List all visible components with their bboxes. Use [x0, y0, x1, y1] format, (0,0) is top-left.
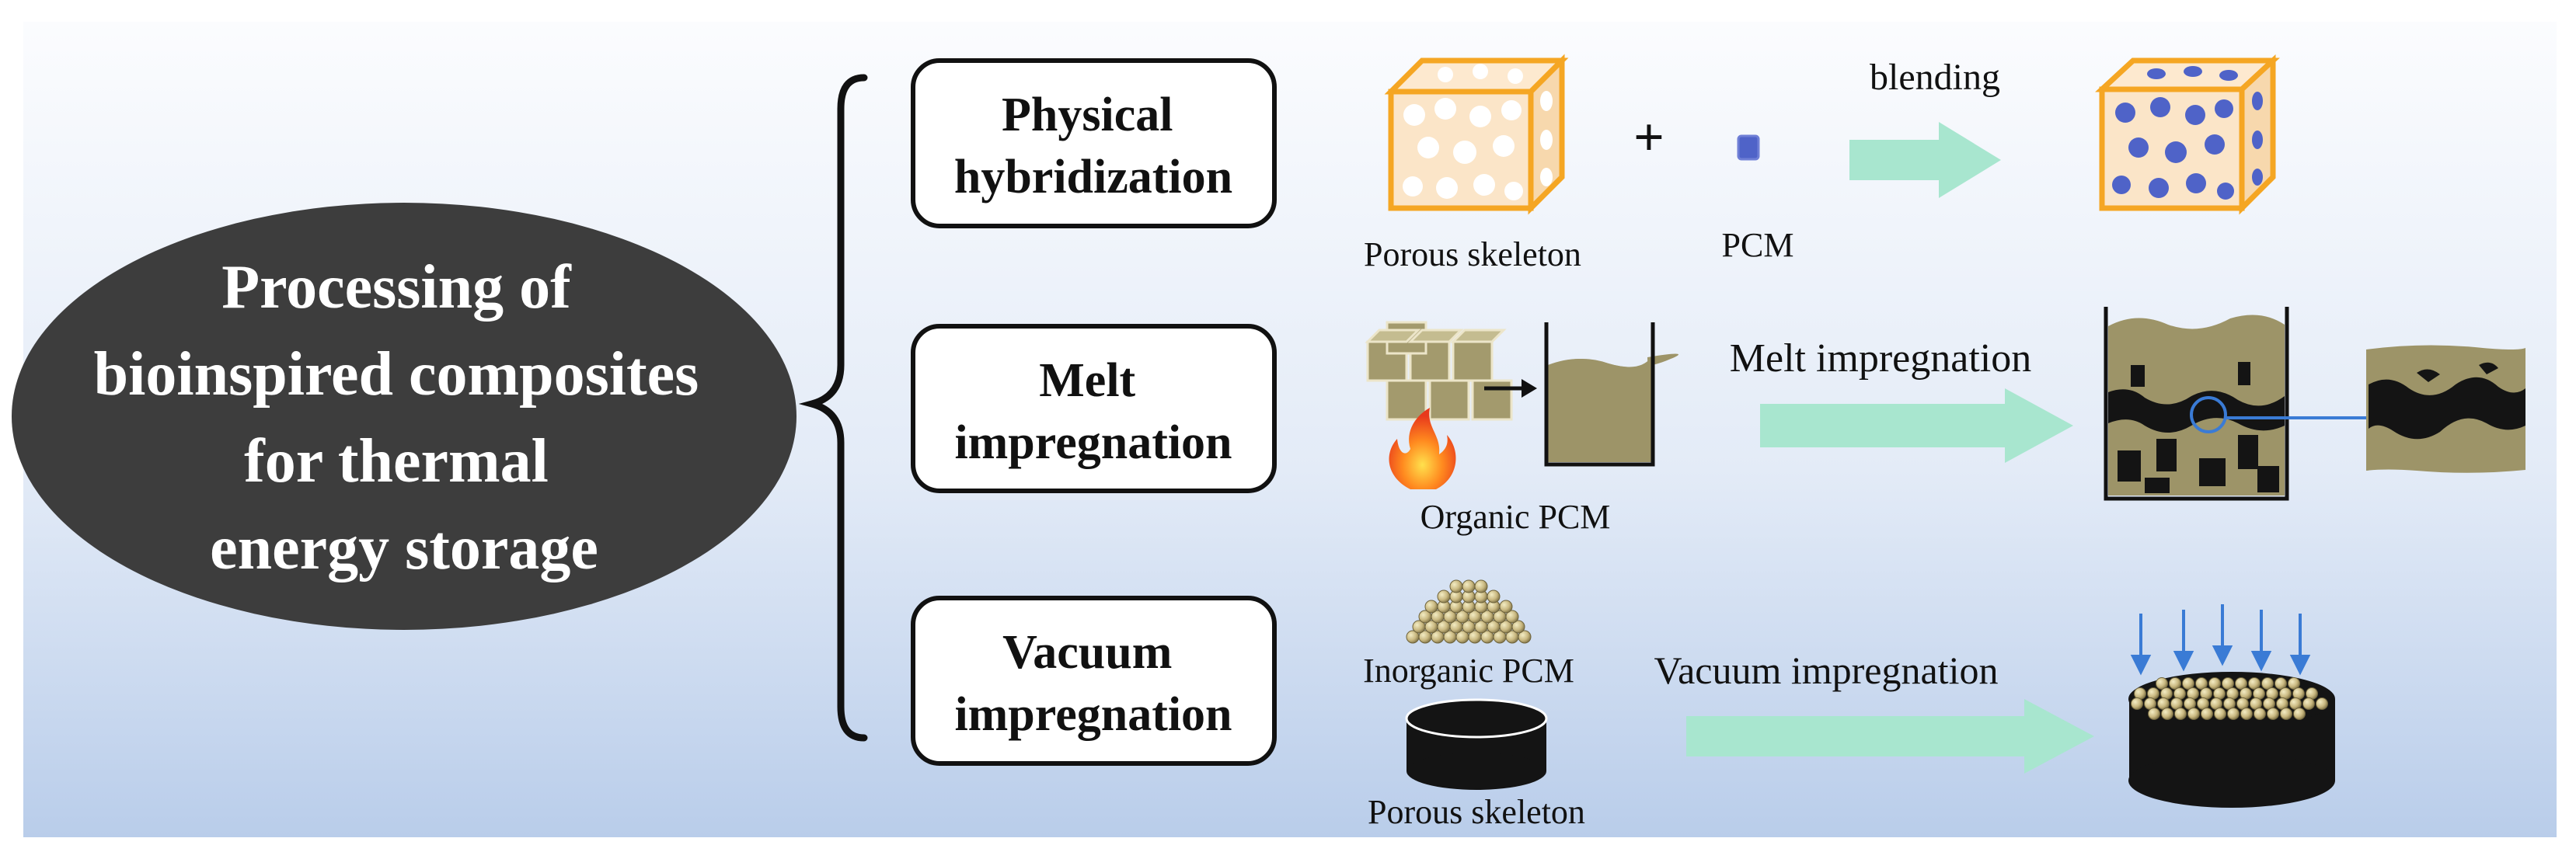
pcm-bead	[2274, 677, 2287, 690]
pcm-bead	[1449, 579, 1463, 593]
pcm-bead	[2195, 677, 2208, 690]
method-label: Melt	[1039, 354, 1135, 407]
melted-pcm-beaker	[1544, 322, 1678, 467]
method-box-vacuum: Vacuum impregnation	[911, 596, 1277, 766]
method-label: Vacuum	[1002, 626, 1172, 679]
small-arrow-right	[1484, 379, 1537, 398]
pcm-bead	[2208, 677, 2221, 690]
impregnated-disc	[2128, 672, 2335, 808]
vacuum-impregnation-label: Vacuum impregnation	[1654, 649, 1999, 692]
pcm-bead	[1437, 589, 1451, 603]
pcm-bead	[2222, 677, 2234, 690]
pcm-bead	[1518, 630, 1532, 644]
main-title-line: energy storage	[210, 514, 598, 583]
method-box-melt: Melt impregnation	[911, 324, 1277, 493]
pcm-bead	[2131, 697, 2143, 710]
arrow-vacuum	[1686, 699, 2094, 774]
pcm-bead	[2261, 677, 2274, 690]
composite-cube-row1	[2095, 54, 2280, 215]
arrow-blending	[1849, 122, 2001, 198]
pcm-bead	[2182, 677, 2194, 690]
organic-pcm-blocks	[1365, 321, 1513, 421]
main-title-line: bioinspired composites	[94, 340, 699, 409]
blending-label: blending	[1870, 57, 2000, 98]
pcm-bead	[2288, 677, 2300, 690]
main-title: Processing of bioinspired composites for…	[94, 253, 715, 583]
porous-skeleton-disc	[1405, 698, 1548, 790]
pcm-bead	[1424, 600, 1438, 614]
pcm-bead	[1505, 610, 1519, 624]
flame-icon	[1389, 408, 1456, 489]
pcm-bead	[2240, 708, 2253, 720]
pcm-bead	[1499, 600, 1513, 614]
organic-pcm-label: Organic PCM	[1420, 498, 1611, 536]
porous-skeleton-cube	[1384, 54, 1569, 215]
svg-text:Physical hybridization: Physical hybridization	[954, 89, 1232, 203]
svg-text:Vacuum impregnation: Vacuum impregnation	[954, 626, 1232, 741]
pcm-bead	[2214, 708, 2226, 720]
pcm-bead	[1511, 620, 1525, 634]
pcm-bead	[2169, 677, 2181, 690]
pcm-bead	[2156, 677, 2168, 690]
pcm-bead	[2267, 708, 2279, 720]
main-title-line: Processing of	[221, 253, 572, 322]
curly-brace	[798, 74, 868, 742]
pcm-bead	[2280, 708, 2292, 720]
row1-pcm-label: PCM	[1722, 226, 1794, 264]
method-label: Physical	[1002, 89, 1173, 141]
pcm-small-cube	[1737, 134, 1760, 161]
main-ellipse	[12, 203, 797, 630]
inorganic-pcm-pile	[1406, 579, 1532, 644]
pcm-bead	[2161, 708, 2173, 720]
row3-skeleton-label: Porous skeleton	[1368, 793, 1585, 831]
main-title-line: for thermal	[244, 427, 549, 496]
pcm-bead	[2293, 708, 2306, 720]
arrow-melt	[1760, 388, 2073, 463]
pcm-bead	[2227, 708, 2240, 720]
row1-skeleton-label: Porous skeleton	[1364, 235, 1581, 273]
pcm-bead	[1462, 579, 1476, 593]
vacuum-arrows	[2130, 604, 2311, 676]
pcm-bead	[2201, 708, 2213, 720]
plus-sign: +	[1633, 108, 1664, 168]
method-label: hybridization	[954, 151, 1232, 203]
zoomed-cross-section	[2366, 345, 2525, 473]
method-label: impregnation	[954, 688, 1232, 741]
pcm-bead	[2248, 677, 2261, 690]
pcm-bead	[2148, 708, 2160, 720]
method-label: impregnation	[954, 416, 1232, 469]
method-box-physical: Physical hybridization	[911, 58, 1277, 228]
pcm-bead	[2302, 697, 2315, 710]
pcm-bead	[1487, 589, 1501, 603]
pcm-bead	[2316, 697, 2328, 710]
pcm-bead	[2254, 708, 2266, 720]
pcm-bead	[1474, 579, 1488, 593]
svg-text:Melt impregnation: Melt impregnation	[954, 354, 1232, 469]
pcm-bead	[2174, 708, 2187, 720]
pcm-bead	[2235, 677, 2247, 690]
melt-impregnation-label: Melt impregnation	[1730, 336, 2031, 381]
impregnated-beaker	[2104, 307, 2289, 501]
pcm-bead	[2187, 708, 2200, 720]
inorganic-pcm-label: Inorganic PCM	[1363, 652, 1574, 690]
